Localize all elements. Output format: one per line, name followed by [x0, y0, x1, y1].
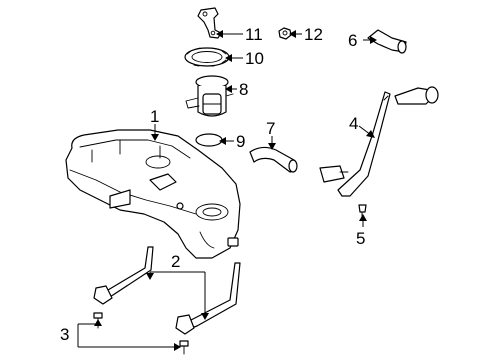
callout-3: 3 — [60, 325, 69, 344]
part-12-nut — [278, 27, 292, 40]
callout-7: 7 — [266, 119, 275, 138]
part-1-fuel-tank — [65, 129, 241, 259]
callout-4: 4 — [349, 114, 358, 133]
callout-2: 2 — [171, 252, 180, 271]
callout-10: 10 — [245, 49, 264, 68]
callout-1: 1 — [150, 107, 159, 126]
callout-9: 9 — [236, 132, 245, 151]
part-8-fuel-pump — [185, 75, 234, 117]
part-9-gasket — [195, 133, 223, 147]
callout-labels: 1 2 3 4 5 6 7 8 9 10 11 12 — [60, 25, 365, 344]
part-4-filler-pipe — [319, 86, 439, 197]
part-7-vent-hose — [249, 146, 298, 173]
part-5-clip — [358, 204, 367, 218]
leader-lines — [77, 30, 377, 351]
part-3-bolts — [93, 312, 189, 355]
callout-5: 5 — [356, 229, 365, 248]
callout-6: 6 — [348, 31, 357, 50]
part-10-lock-ring — [184, 47, 230, 67]
part-2-straps — [93, 246, 241, 335]
callout-11: 11 — [245, 25, 263, 44]
callout-8: 8 — [239, 80, 248, 99]
callout-12: 12 — [304, 25, 323, 44]
part-6-filler-neck — [367, 29, 407, 54]
